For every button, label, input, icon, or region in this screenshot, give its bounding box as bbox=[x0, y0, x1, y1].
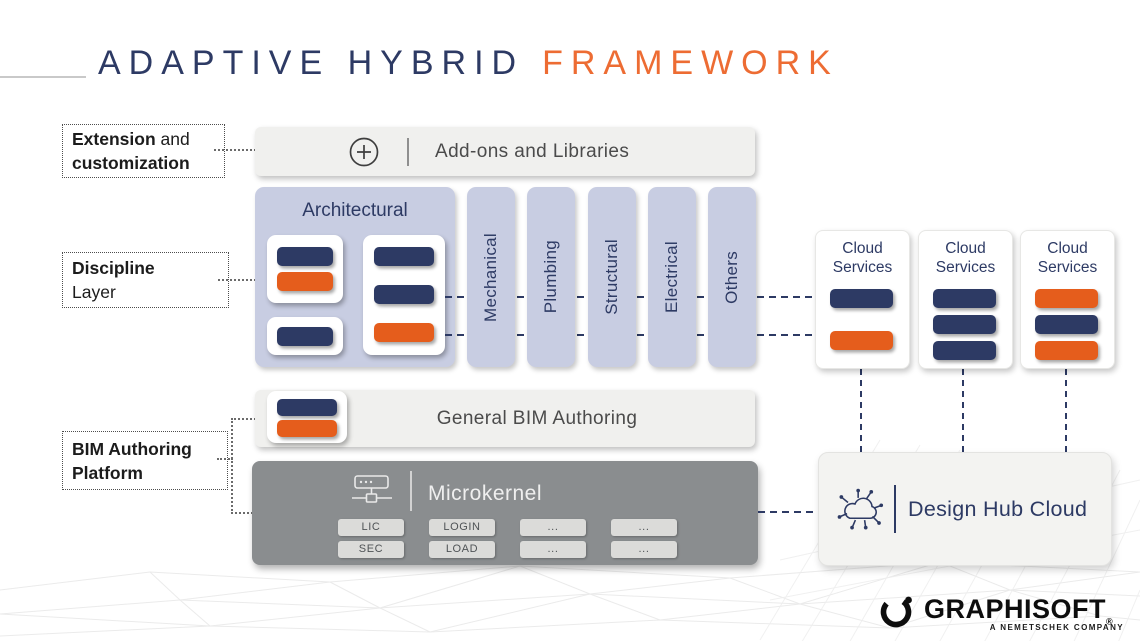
brand-footer: GRAPHISOFT® A NEMETSCHEK COMPANY bbox=[880, 592, 1123, 632]
cloud-services-box-1: Cloud Services bbox=[815, 230, 910, 369]
graphisoft-logo-icon bbox=[880, 596, 912, 628]
connector-extension bbox=[214, 149, 256, 151]
link-cloud3-hub bbox=[1065, 369, 1067, 452]
addons-libraries-panel: Add-ons and Libraries bbox=[255, 127, 755, 176]
discipline-box-plumbing: Plumbing bbox=[527, 187, 575, 367]
brand-name: GRAPHISOFT® bbox=[924, 594, 1114, 627]
connector-platform-bracket bbox=[231, 418, 233, 514]
general-bim-label: General BIM Authoring bbox=[436, 407, 638, 429]
registered-mark: ® bbox=[1106, 616, 1114, 627]
feature-bar bbox=[1035, 315, 1098, 334]
label-discipline-layer: Discipline Layer bbox=[62, 252, 229, 308]
feature-bar bbox=[277, 247, 333, 266]
connector-platform bbox=[217, 458, 233, 460]
microkernel-services: LIC SEC LOGIN LOAD ... ... ... ... bbox=[338, 519, 677, 558]
design-hub-panel: Design Hub Cloud bbox=[818, 452, 1112, 566]
module-card bbox=[363, 235, 445, 355]
link-microkernel-hub bbox=[758, 511, 818, 513]
feature-bar bbox=[374, 323, 434, 342]
feature-bar bbox=[1035, 289, 1098, 308]
link-cloud2-hub bbox=[962, 369, 964, 452]
connector-platform-bottom bbox=[231, 512, 253, 514]
module-card bbox=[267, 317, 343, 355]
microkernel-pill-load: LOAD bbox=[429, 541, 495, 558]
feature-bar bbox=[277, 420, 337, 437]
microkernel-title: Microkernel bbox=[428, 482, 543, 505]
cloud-services-box-3: Cloud Services bbox=[1020, 230, 1115, 369]
brand-tagline: A NEMETSCHEK COMPANY bbox=[989, 623, 1124, 632]
title-rule bbox=[0, 76, 86, 78]
plus-icon bbox=[349, 137, 379, 166]
divider bbox=[410, 471, 412, 511]
label-extension-customization: Extension and customization bbox=[62, 124, 225, 178]
connector-platform-top bbox=[231, 418, 256, 420]
discipline-box-electrical: Electrical bbox=[648, 187, 696, 367]
divider bbox=[407, 137, 409, 166]
title-part-navy: ADAPTIVE HYBRID bbox=[98, 44, 525, 82]
title-part-orange: FRAMEWORK bbox=[542, 44, 839, 82]
feature-bar bbox=[374, 247, 434, 266]
design-hub-label: Design Hub Cloud bbox=[908, 496, 1088, 521]
microkernel-pill-lic: LIC bbox=[338, 519, 404, 536]
feature-bar bbox=[933, 289, 996, 308]
feature-bar bbox=[1035, 341, 1098, 360]
feature-bar bbox=[933, 341, 996, 360]
microkernel-pill-more: ... bbox=[611, 519, 677, 536]
discipline-box-mechanical: Mechanical bbox=[467, 187, 515, 367]
feature-bar bbox=[830, 331, 893, 350]
feature-bar bbox=[933, 315, 996, 334]
microkernel-pill-more: ... bbox=[520, 541, 586, 558]
microkernel-pill-login: LOGIN bbox=[429, 519, 495, 536]
module-card bbox=[267, 391, 347, 443]
divider bbox=[894, 485, 896, 533]
feature-bar bbox=[277, 399, 337, 416]
server-network-icon bbox=[352, 475, 392, 503]
connected-cloud-icon bbox=[837, 488, 884, 530]
feature-bar bbox=[830, 289, 893, 308]
discipline-box-structural: Structural bbox=[588, 187, 636, 367]
cloud-services-box-2: Cloud Services bbox=[918, 230, 1013, 369]
feature-bar bbox=[374, 285, 434, 304]
link-cloud1-hub bbox=[860, 369, 862, 452]
label-bim-authoring-platform: BIM Authoring Platform bbox=[62, 431, 228, 490]
discipline-box-others: Others bbox=[708, 187, 756, 367]
microkernel-pill-more: ... bbox=[520, 519, 586, 536]
connector-discipline bbox=[218, 279, 256, 281]
module-card bbox=[267, 235, 343, 303]
page-title: ADAPTIVE HYBRID FRAMEWORK bbox=[98, 44, 839, 83]
microkernel-pill-more: ... bbox=[611, 541, 677, 558]
architectural-title: Architectural bbox=[302, 200, 408, 221]
addons-label: Add-ons and Libraries bbox=[435, 140, 630, 162]
feature-bar bbox=[277, 272, 333, 291]
feature-bar bbox=[277, 327, 333, 346]
microkernel-panel: Microkernel LIC SEC LOGIN LOAD ... ... .… bbox=[252, 461, 758, 565]
microkernel-pill-sec: SEC bbox=[338, 541, 404, 558]
